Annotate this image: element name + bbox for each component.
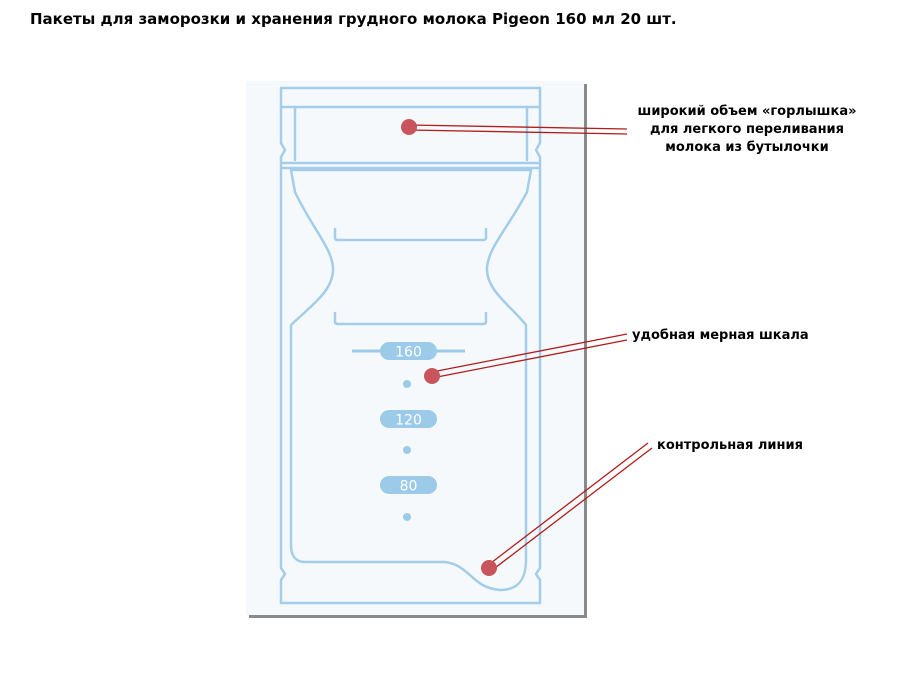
callout-neck-line-3: молока из бутылочки bbox=[665, 140, 829, 155]
scale-dot bbox=[403, 380, 411, 388]
callout-neck-line-2: для легкого переливания bbox=[649, 122, 845, 137]
pointer-dot-scale bbox=[424, 368, 440, 384]
bag-outline bbox=[279, 86, 542, 605]
scale-pill-160 bbox=[380, 342, 437, 360]
scale-label-80: 80 bbox=[400, 479, 418, 495]
pointer-neck bbox=[401, 119, 628, 135]
scale-label-160: 160 bbox=[395, 345, 422, 361]
callout-scale: удобная мерная шкала bbox=[632, 328, 809, 343]
pointer-dot-neck bbox=[401, 119, 417, 135]
measurement-scale: 160 120 80 bbox=[352, 342, 465, 521]
pointer-scale bbox=[424, 333, 628, 384]
scale-label-120: 120 bbox=[395, 413, 422, 429]
pointer-control-line bbox=[481, 442, 653, 576]
scale-dot bbox=[403, 446, 411, 454]
page-title: Пакеты для заморозки и хранения грудного… bbox=[30, 10, 677, 28]
pointer-dot-control bbox=[481, 560, 497, 576]
callout-control-line: контрольная линия bbox=[657, 438, 803, 453]
scale-dot bbox=[403, 513, 411, 521]
callout-neck-line-1: широкий объем «горлышка» bbox=[637, 104, 857, 119]
scale-pill-80 bbox=[380, 476, 437, 494]
scale-pill-120 bbox=[380, 410, 437, 428]
callout-neck: широкий объем «горлышка» для легкого пер… bbox=[622, 103, 872, 157]
